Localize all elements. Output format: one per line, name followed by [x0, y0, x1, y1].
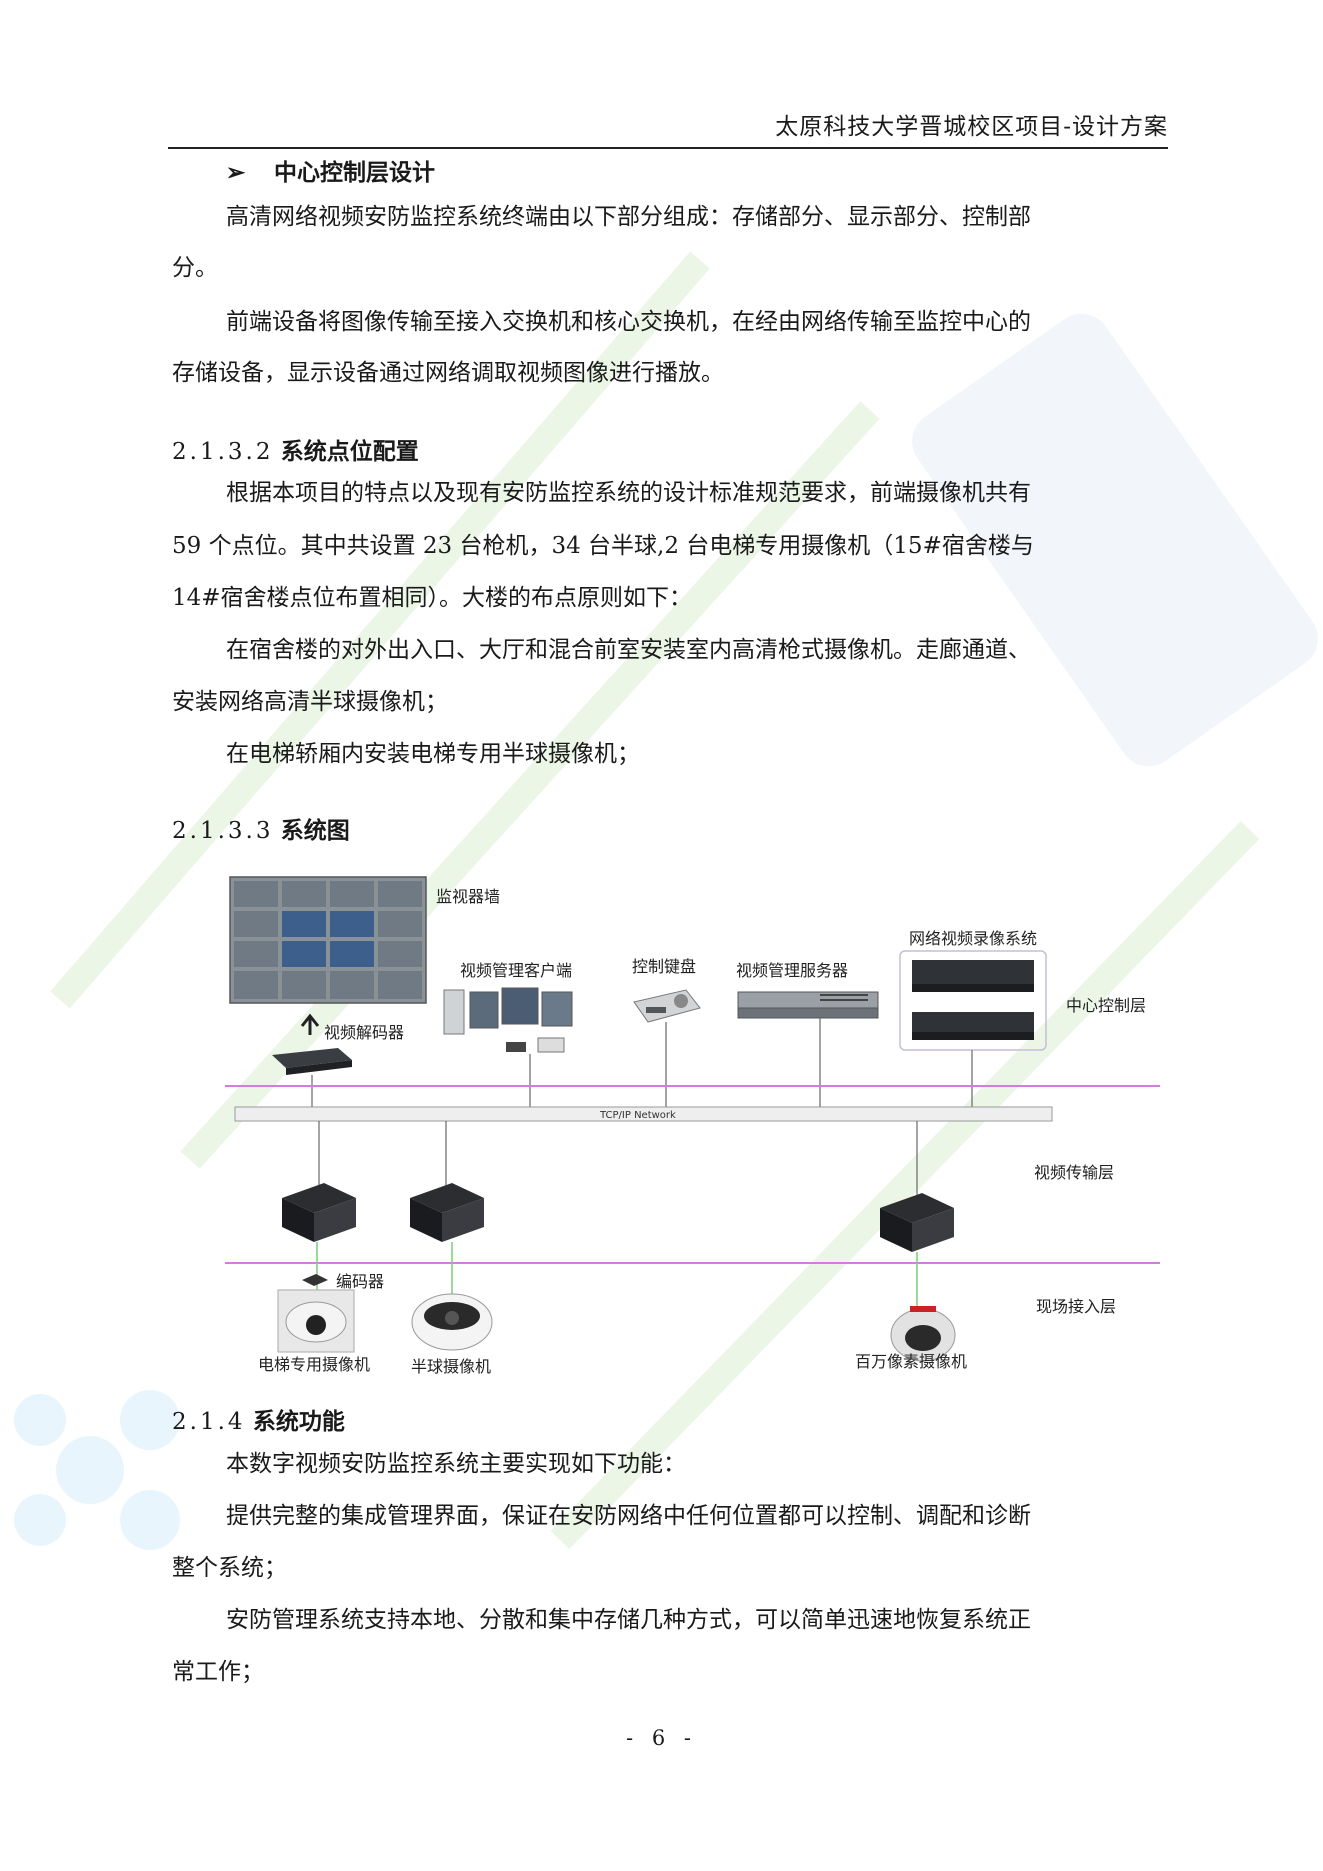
paragraph-line: 分。 [172, 255, 218, 281]
section-number: 2.1.4 [172, 1409, 246, 1435]
dome-camera-label: 半球摄像机 [411, 1357, 491, 1376]
layer-center-label: 中心控制层 [1066, 996, 1146, 1015]
network-label: TCP/IP Network [599, 1110, 676, 1121]
page-number: - 6 - [626, 1726, 697, 1750]
section-heading-2133: 2.1.3.3 系统图 [172, 816, 350, 846]
bullet-arrow-icon: ➢ [226, 159, 246, 186]
management-server-icon [737, 991, 879, 1019]
encoder-device-icon [282, 1183, 356, 1242]
client-label: 视频管理客户端 [460, 961, 572, 980]
paragraph-line: 前端设备将图像传输至接入交换机和核心交换机，在经由网络传输至监控中心的 [226, 309, 1031, 335]
nvr-system-icon [899, 950, 1047, 1051]
header-title: 太原科技大学晋城校区项目-设计方案 [775, 114, 1168, 140]
section-number: 2.1.3.3 [172, 818, 274, 844]
section-number: 2.1.3.2 [172, 439, 274, 465]
connection-lines [311, 1018, 973, 1113]
encoder-label: 编码器 [336, 1272, 384, 1291]
encoder-device-icon [410, 1183, 484, 1242]
layer-transport-label: 视频传输层 [1034, 1163, 1114, 1182]
client-workstation-icon [443, 987, 573, 1053]
paragraph-line: 安装网络高清半球摄像机； [172, 689, 448, 715]
page-header: 太原科技大学晋城校区项目-设计方案 [168, 103, 1168, 149]
decoder-device-icon [272, 1048, 352, 1075]
megapixel-camera-label: 百万像素摄像机 [855, 1352, 967, 1371]
paragraph-line: 常工作； [172, 1659, 264, 1685]
elevator-camera-icon [277, 1289, 355, 1353]
megapixel-camera-icon [890, 1306, 956, 1362]
section-title: 系统功能 [252, 1408, 345, 1435]
system-diagram: 监视器墙 视频解码器 视频管理客户端 控制键盘 视频管理服务器 [225, 876, 1160, 1376]
decoder-label: 视频解码器 [324, 1023, 404, 1042]
paragraph-line: 安防管理系统支持本地、分散和集中存储几种方式，可以简单迅速地恢复系统正 [226, 1607, 1031, 1633]
nvr-label: 网络视频录像系统 [909, 929, 1037, 948]
paragraph-line: 存储设备，显示设备通过网络调取视频图像进行播放。 [172, 360, 724, 386]
section-heading-214: 2.1.4 系统功能 [172, 1407, 345, 1437]
paragraph-line: 59 个点位。其中共设置 23 台枪机，34 台半球,2 台电梯专用摄像机（15… [172, 533, 1034, 559]
paragraph-line: 整个系统； [172, 1555, 287, 1581]
keyboard-label: 控制键盘 [632, 957, 696, 976]
layer-access-label: 现场接入层 [1036, 1297, 1116, 1316]
center-layer-title: 中心控制层设计 [274, 159, 435, 186]
paragraph-line: 14#宿舍楼点位布置相同）。大楼的布点原则如下： [172, 585, 693, 611]
network-bus [234, 1106, 1053, 1122]
elevator-camera-label: 电梯专用摄像机 [258, 1355, 370, 1374]
center-layer-heading: ➢ 中心控制层设计 [226, 158, 435, 188]
monitor-wall-label: 监视器墙 [436, 887, 500, 906]
server-label: 视频管理服务器 [736, 961, 848, 980]
paragraph-line: 根据本项目的特点以及现有安防监控系统的设计标准规范要求，前端摄像机共有 [226, 480, 1031, 506]
paragraph-line: 高清网络视频安防监控系统终端由以下部分组成：存储部分、显示部分、控制部 [226, 204, 1031, 230]
section-heading-2132: 2.1.3.2 系统点位配置 [172, 437, 419, 467]
dome-camera-icon [411, 1293, 493, 1351]
paragraph-line: 在电梯轿厢内安装电梯专用半球摄像机； [226, 741, 640, 767]
section-title: 系统图 [280, 817, 350, 844]
paragraph-line: 本数字视频安防监控系统主要实现如下功能： [226, 1451, 686, 1477]
monitor-wall-image [229, 876, 427, 1004]
control-keyboard-icon [633, 989, 701, 1023]
section-title: 系统点位配置 [280, 438, 419, 465]
paragraph-line: 提供完整的集成管理界面，保证在安防网络中任何位置都可以控制、调配和诊断 [226, 1503, 1031, 1529]
encoder-device-icon [880, 1193, 954, 1252]
encoder-small-icon [302, 1274, 328, 1286]
paragraph-line: 在宿舍楼的对外出入口、大厅和混合前室安装室内高清枪式摄像机。走廊通道、 [226, 637, 1031, 663]
